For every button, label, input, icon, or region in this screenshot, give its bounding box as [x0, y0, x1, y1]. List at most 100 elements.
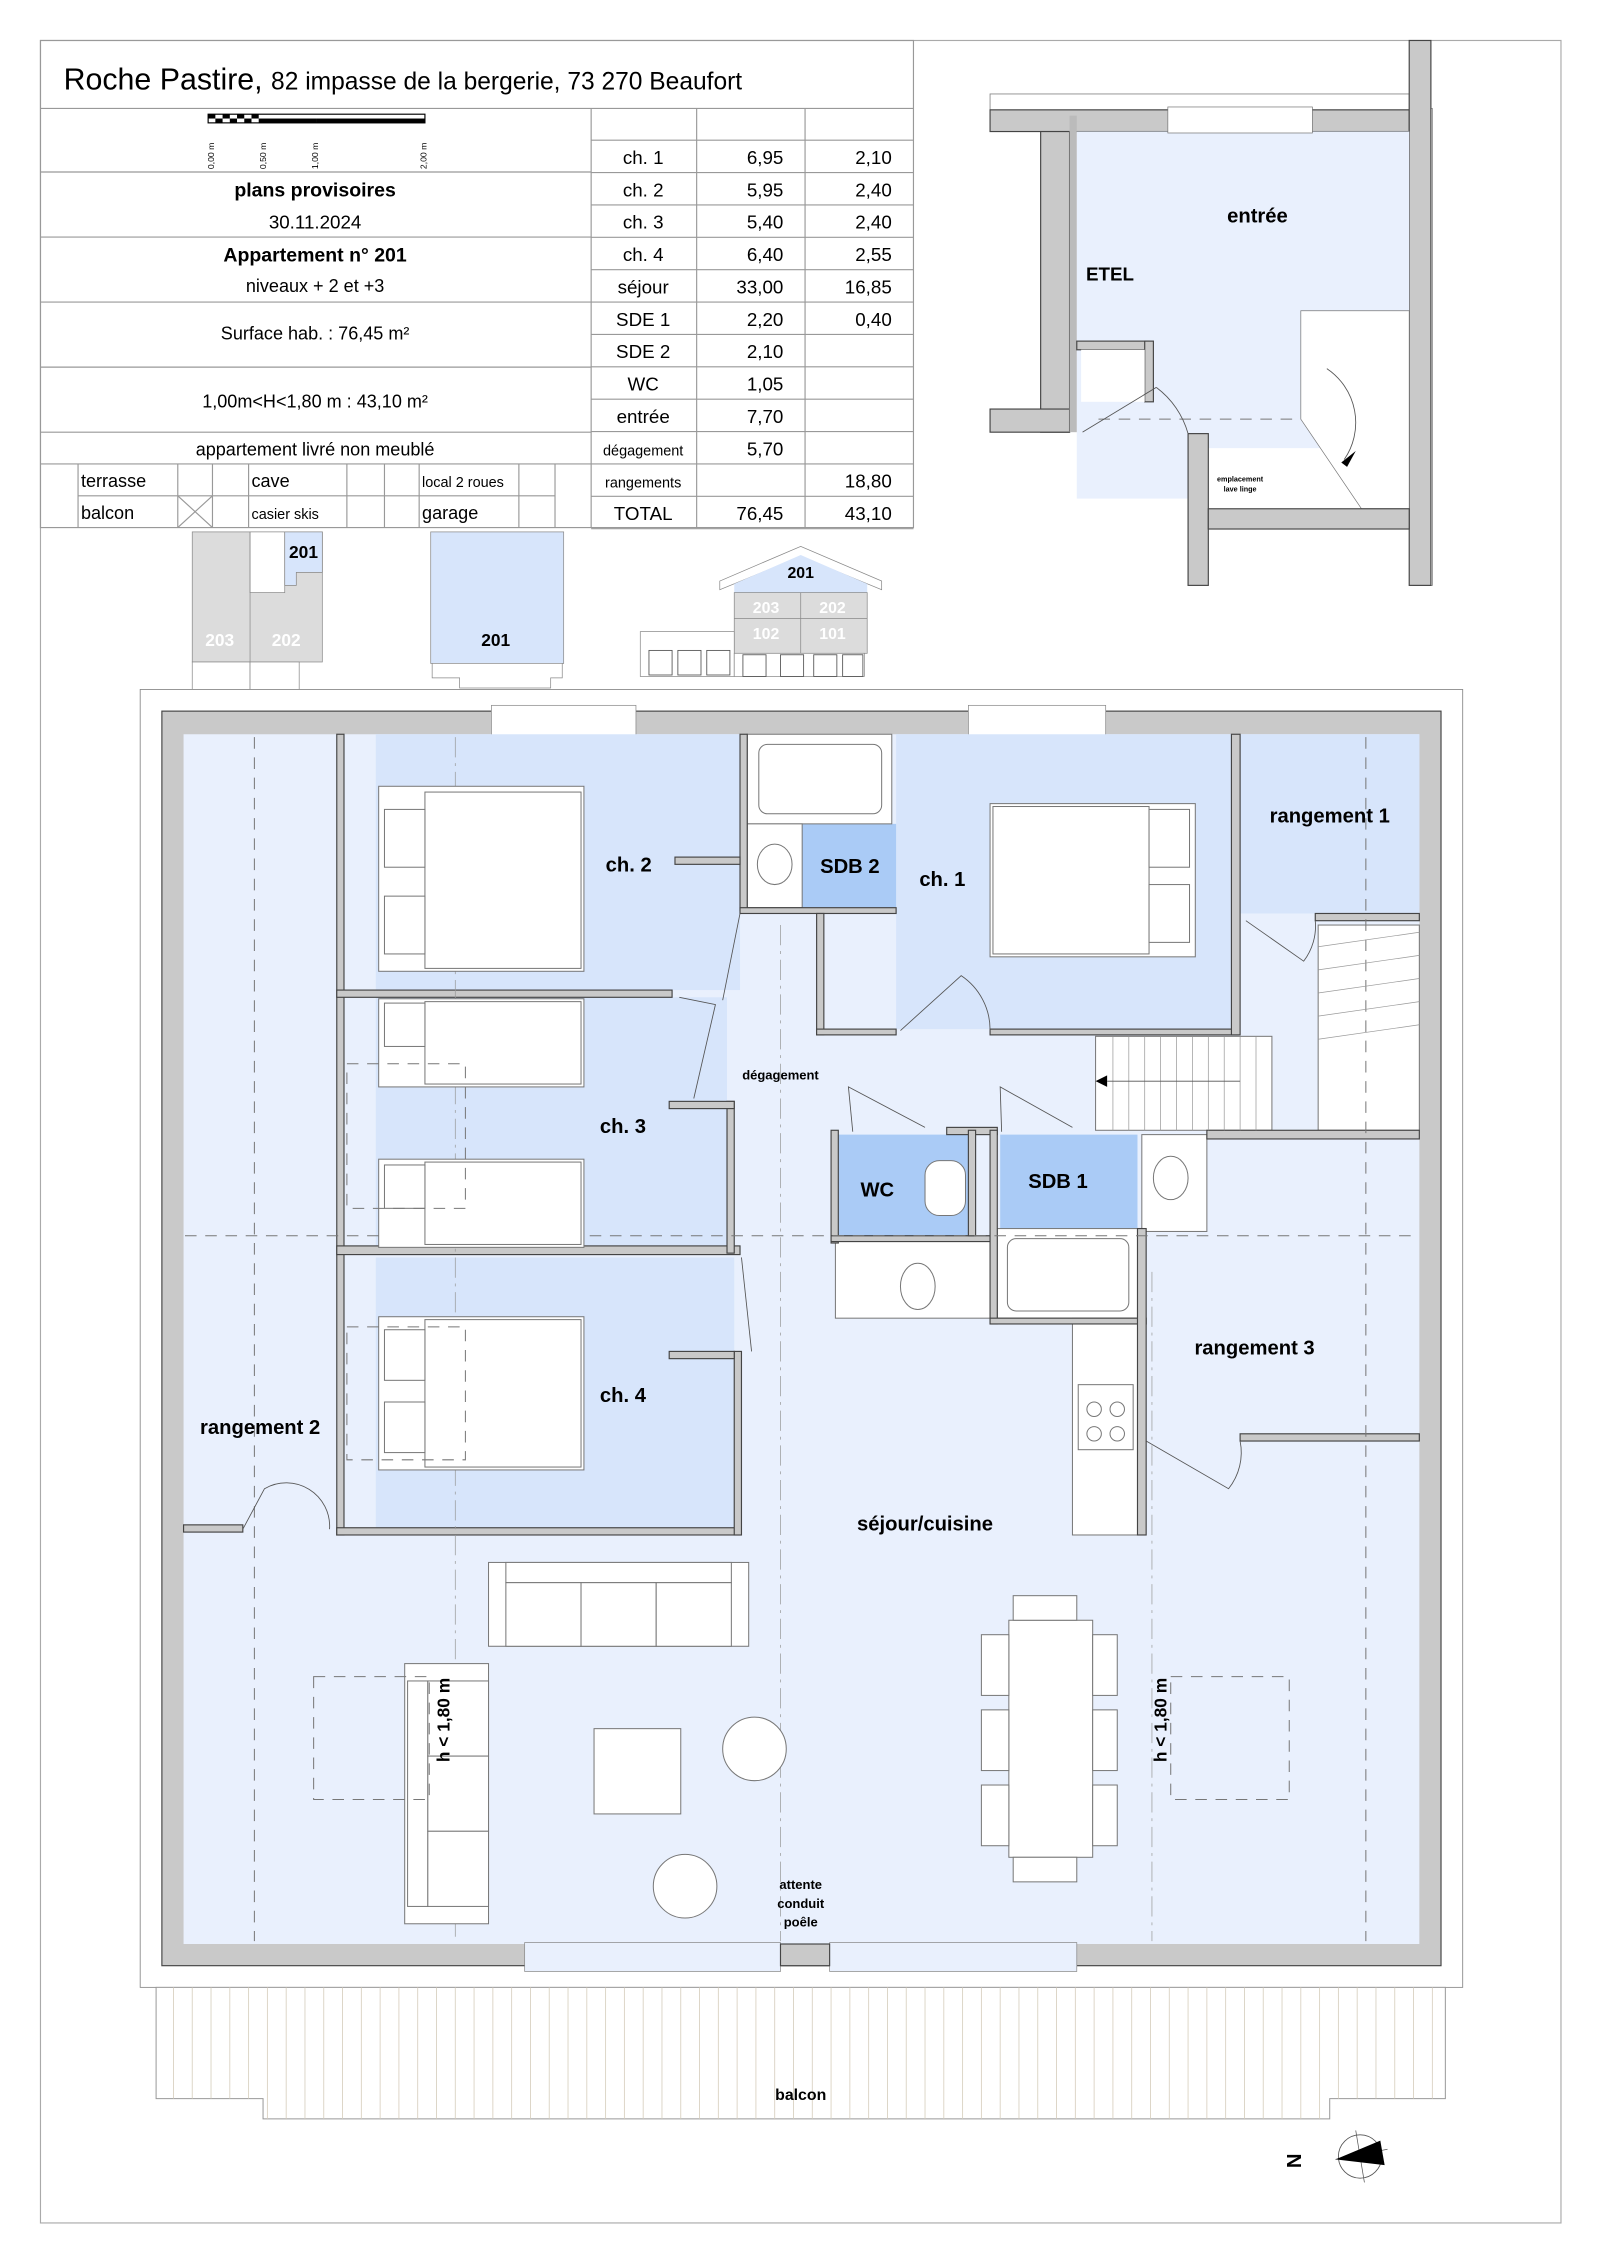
side-table — [722, 1716, 787, 1782]
room-label-rangement3: rangement 3 — [1194, 1337, 1314, 1359]
room-label-sdb2: SDB 2 — [820, 856, 880, 878]
area-low-height: 43,10 — [845, 503, 892, 524]
annex-casier-skis: casier skis — [251, 507, 318, 523]
room-label-degagement: dégagement — [742, 1068, 819, 1083]
stair-tread — [1318, 1001, 1420, 1017]
area-low-height: 16,85 — [845, 276, 892, 297]
keyplan-label: 202 — [819, 600, 846, 617]
coffee-table — [593, 1728, 682, 1815]
area-low-height: 0,40 — [855, 309, 892, 330]
keyplan-label: 201 — [481, 630, 510, 650]
area-habitable: 2,20 — [747, 309, 784, 330]
keyplan-label: 102 — [753, 626, 780, 643]
keyplan-label: 101 — [819, 626, 846, 643]
annex-garage: garage — [422, 503, 478, 523]
stove-note: poêle — [784, 1915, 818, 1930]
area-room: SDE 1 — [616, 309, 670, 330]
area-low-height: 2,55 — [855, 244, 892, 265]
area-habitable: 5,70 — [747, 438, 784, 459]
low-height-label: h < 1,80 m — [1150, 1678, 1170, 1762]
annex-balcon: balcon — [81, 503, 134, 523]
area-row: SDE 1 2,20 0,40 — [616, 309, 892, 330]
main-level-plan: ch. 2 SDB 2 ch. 1 rangement 1 dégagement… — [139, 689, 1464, 2120]
scale-label: 2,00 m — [418, 143, 428, 169]
cooktop-icon — [1077, 1384, 1134, 1451]
sofa — [404, 1663, 490, 1925]
area-low-height: 2,10 — [855, 147, 892, 168]
low-height-surface: 1,00m<H<1,80 m : 43,10 m² — [202, 392, 428, 412]
area-habitable: 6,40 — [747, 244, 784, 265]
area-habitable: 7,70 — [747, 406, 784, 427]
sink — [756, 843, 793, 886]
room-label-entree: entrée — [1227, 206, 1288, 228]
balcony — [155, 1986, 1446, 2120]
bathtub — [1006, 1238, 1130, 1312]
stove-flue — [779, 1943, 831, 1967]
dining-table — [980, 1595, 1118, 1883]
staircase — [1317, 924, 1420, 1131]
project-title: Roche Pastire, 82 impasse de la bergerie… — [64, 64, 743, 97]
room-label-ch2: ch. 2 — [606, 855, 652, 877]
annex-terrasse: terrasse — [81, 471, 146, 491]
area-room: ch. 1 — [623, 147, 664, 168]
area-habitable: 76,45 — [736, 503, 783, 524]
area-low-height: 2,40 — [855, 212, 892, 233]
stove-note: attente — [779, 1877, 822, 1892]
bay-window — [829, 1942, 1078, 1972]
area-room: entrée — [617, 406, 670, 427]
area-low-height: 18,80 — [845, 471, 892, 492]
sofa — [488, 1561, 750, 1647]
window — [968, 704, 1107, 737]
north-arrow-icon: N — [1284, 2130, 1388, 2183]
bed — [989, 803, 1196, 958]
etel-label: ETEL — [1086, 263, 1134, 284]
scale-bar: 0,00 m 0,50 m 1,00 m 2,00 m — [206, 113, 428, 169]
room-label-sejour: séjour/cuisine — [857, 1514, 993, 1536]
stair-tread — [1318, 931, 1420, 948]
bed — [378, 1158, 585, 1248]
low-height-label: h < 1,80 m — [434, 1678, 454, 1762]
keyplan-label: 203 — [753, 600, 780, 617]
area-habitable: 5,95 — [747, 179, 784, 200]
area-room: WC — [628, 374, 659, 395]
living-surface: Surface hab. : 76,45 m² — [221, 324, 410, 344]
area-room: SDE 2 — [616, 341, 670, 362]
plan-status: plans provisoires — [234, 180, 396, 202]
area-habitable: 6,95 — [747, 147, 784, 168]
scale-label: 0,00 m — [206, 143, 216, 169]
area-row: ch. 3 5,40 2,40 — [623, 212, 892, 233]
bed — [378, 998, 585, 1088]
stair-treads — [1112, 931, 1420, 1131]
area-room: rangements — [605, 476, 681, 492]
room-label-ch1: ch. 1 — [919, 869, 965, 891]
area-row: séjour 33,00 16,85 — [618, 276, 892, 297]
area-room: séjour — [618, 276, 669, 297]
area-room: ch. 2 — [623, 179, 664, 200]
area-room: ch. 3 — [623, 212, 664, 233]
stair-tread — [1318, 978, 1420, 994]
scale-label: 0,50 m — [258, 143, 268, 169]
annex-grid: terrasse balcon cave casier skis local 2… — [77, 463, 556, 528]
area-room: dégagement — [603, 443, 683, 459]
bathtub — [758, 743, 883, 815]
furnishing-note: appartement livré non meublé — [196, 439, 435, 459]
toilet — [924, 1160, 966, 1217]
area-row: rangements 18,80 — [605, 471, 892, 492]
key-plan-site: 201 203 202 — [191, 531, 323, 692]
bay-window — [524, 1942, 781, 1972]
keyplan-label: 201 — [289, 542, 318, 562]
stair-tread — [1318, 1024, 1420, 1040]
north-label: N — [1284, 2154, 1306, 2169]
area-habitable: 33,00 — [736, 276, 783, 297]
area-row: entrée 7,70 — [617, 406, 784, 427]
area-habitable: 5,40 — [747, 212, 784, 233]
bed — [378, 1316, 585, 1471]
apartment-levels: niveaux + 2 et +3 — [246, 276, 384, 296]
key-plan-level: 201 — [430, 531, 565, 689]
stair-tread — [1318, 955, 1420, 971]
room-label-wc: WC — [860, 1180, 894, 1202]
